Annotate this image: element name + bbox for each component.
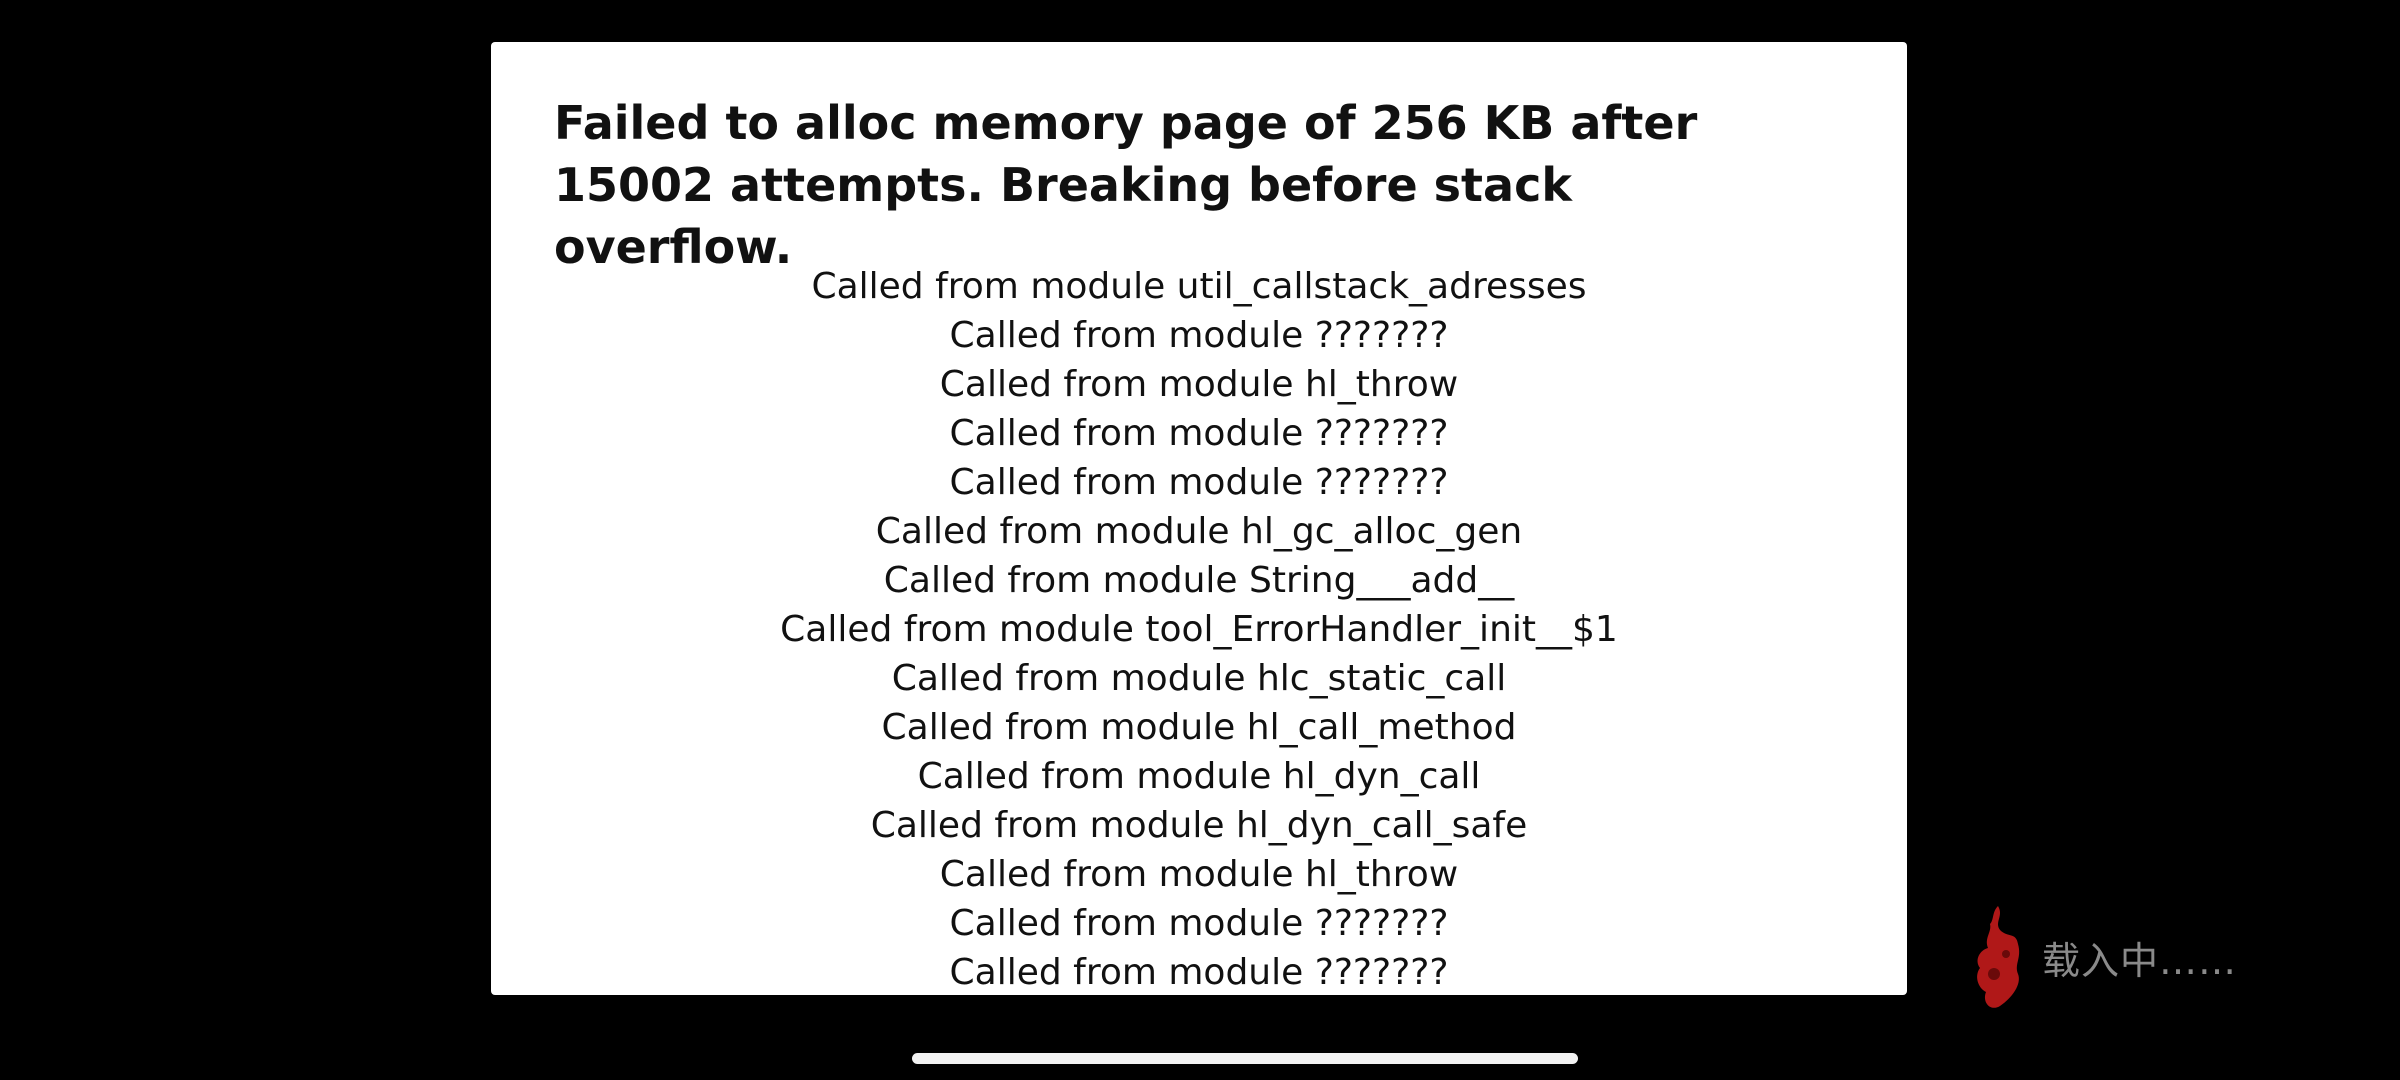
loading-indicator: 载入中…… — [1968, 902, 2237, 1012]
callstack-line: Called from module ??????? — [949, 462, 1449, 503]
callstack-line: Called from module hl_call_method — [881, 707, 1517, 748]
callstack-line: Called from module ??????? — [949, 952, 1449, 993]
callstack-line: Called from module hl_throw — [939, 364, 1459, 405]
callstack-list: Called from module util_callstack_adress… — [491, 262, 1907, 995]
error-message: Failed to alloc memory page of 256 KB af… — [554, 96, 1698, 274]
callstack-line: Called from module ??????? — [949, 413, 1449, 454]
home-indicator[interactable] — [912, 1053, 1578, 1064]
callstack-line: Called from module ??????? — [949, 903, 1449, 944]
callstack-line: Called from module hl_dyn_call_safe — [870, 805, 1528, 846]
callstack-line: Called from module hl_throw — [939, 854, 1459, 895]
callstack-line: Called from module ??????? — [949, 315, 1449, 356]
error-dialog: Failed to alloc memory page of 256 KB af… — [491, 42, 1907, 995]
loading-text: 载入中…… — [2042, 938, 2238, 983]
red-flame-icon — [1977, 906, 2020, 1008]
callstack-line: Called from module util_callstack_adress… — [811, 266, 1587, 307]
callstack-line: Called from module tool_ErrorHandler_ini… — [780, 609, 1618, 650]
callstack-line: Called from module String___add__ — [883, 560, 1515, 601]
callstack-line: Called from module hlc_static_call — [891, 658, 1507, 699]
callstack-line: Called from module hl_gc_alloc_gen — [875, 511, 1523, 552]
callstack-line: Called from module hl_dyn_call — [917, 756, 1481, 797]
